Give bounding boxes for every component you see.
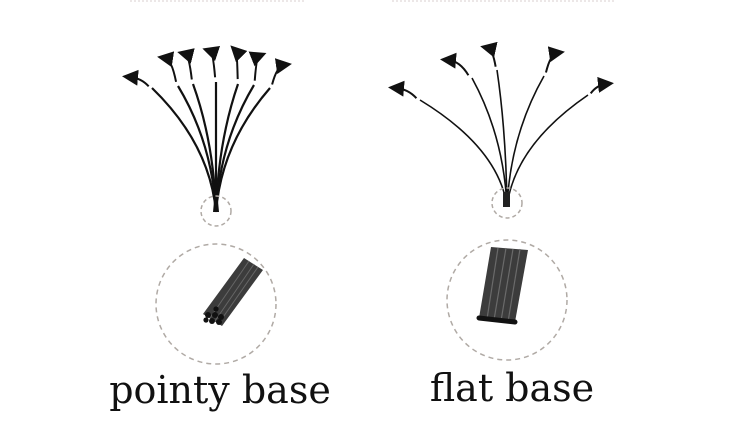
direction-arrow	[230, 45, 248, 80]
direction-arrow	[440, 52, 470, 76]
flat-base-fan	[388, 41, 614, 207]
lash-strand	[506, 94, 589, 207]
direction-arrow	[157, 51, 178, 82]
pointy-base-fan	[122, 45, 292, 213]
lash-strand	[506, 75, 545, 207]
lash-strand	[214, 87, 271, 213]
direction-arrow	[202, 45, 221, 78]
flat-base-label: flat base	[429, 366, 595, 410]
direction-arrow	[177, 48, 195, 80]
flat-base-bundle	[503, 192, 510, 207]
direction-arrow	[388, 80, 418, 99]
flat-base-closeup	[446, 239, 568, 361]
pointy-base-highlight-circle	[200, 195, 232, 227]
direction-arrow	[544, 46, 565, 73]
direction-arrow	[589, 76, 614, 94]
flat-base-highlight-circle	[491, 187, 523, 219]
direction-arrow	[480, 41, 498, 67]
lash-strand	[496, 69, 508, 207]
pointy-base-label: pointy base	[109, 368, 331, 412]
direction-arrow	[122, 69, 150, 88]
lash-strand	[471, 77, 508, 207]
lash-strand	[419, 99, 508, 207]
pointy-base-closeup	[155, 243, 277, 365]
direction-arrow	[271, 58, 292, 85]
direction-arrow	[248, 51, 267, 81]
